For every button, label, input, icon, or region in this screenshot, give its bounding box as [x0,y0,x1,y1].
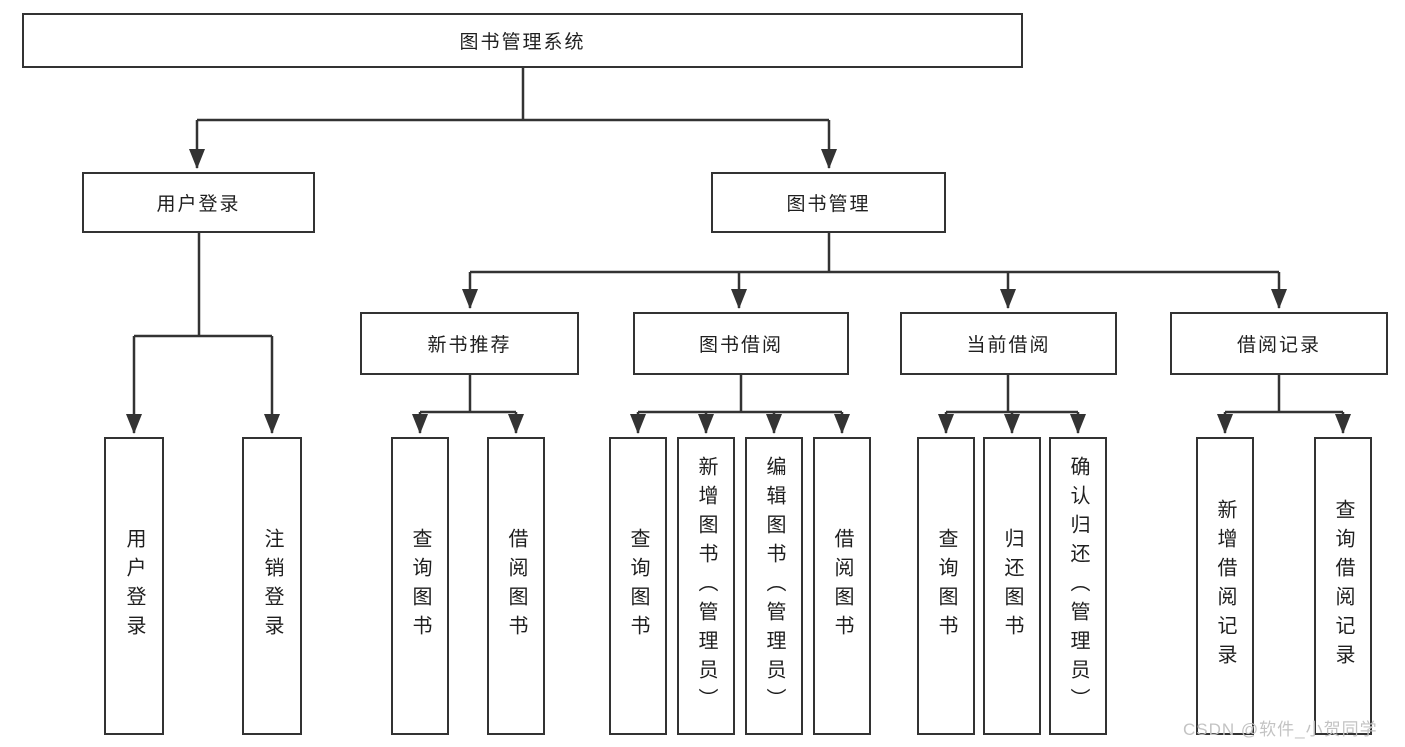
node-leaf-query-books-borrow: 查询图书 [609,437,667,735]
node-label: 查询图书 [935,528,957,644]
node-leaf-query-books-current: 查询图书 [917,437,975,735]
node-leaf-confirm-return-admin: 确认归还（管理员） [1049,437,1107,735]
node-leaf-borrow-books-recommend: 借阅图书 [487,437,545,735]
node-label: 确认归还（管理员） [1067,455,1089,717]
node-leaf-query-borrow-record: 查询借阅记录 [1314,437,1372,735]
node-label: 查询图书 [627,528,649,644]
node-leaf-query-books-recommend: 查询图书 [391,437,449,735]
node-label: 查询借阅记录 [1332,499,1354,673]
node-label: 图书借阅 [698,335,783,356]
node-user-login: 用户登录 [82,172,315,233]
node-current-borrow: 当前借阅 [900,312,1117,375]
node-label: 图书管理系统 [459,32,586,53]
node-root: 图书管理系统 [22,13,1023,68]
node-label: 当前借阅 [966,335,1051,356]
node-leaf-add-borrow-record: 新增借阅记录 [1196,437,1254,735]
node-label: 新增借阅记录 [1214,499,1236,673]
node-book-management: 图书管理 [711,172,946,233]
node-label: 借阅图书 [831,528,853,644]
node-leaf-logout: 注销登录 [242,437,302,735]
node-new-book-recommend: 新书推荐 [360,312,579,375]
node-label: 借阅记录 [1236,335,1321,356]
csdn-watermark: CSDN @软件_小贺同学 [1183,720,1378,739]
node-leaf-user-login: 用户登录 [104,437,164,735]
node-book-borrow: 图书借阅 [633,312,849,375]
node-leaf-borrow-books: 借阅图书 [813,437,871,735]
node-label: 注销登录 [261,528,283,644]
node-label: 归还图书 [1001,528,1023,644]
node-label: 编辑图书（管理员） [763,455,785,717]
node-label: 用户登录 [123,528,145,644]
node-label: 图书管理 [786,194,871,215]
node-borrow-record: 借阅记录 [1170,312,1388,375]
node-label: 新书推荐 [427,335,512,356]
node-leaf-return-books: 归还图书 [983,437,1041,735]
node-label: 借阅图书 [505,528,527,644]
node-label: 用户登录 [156,194,241,215]
node-leaf-add-books-admin: 新增图书（管理员） [677,437,735,735]
node-label: 查询图书 [409,528,431,644]
node-leaf-edit-books-admin: 编辑图书（管理员） [745,437,803,735]
node-label: 新增图书（管理员） [695,455,717,717]
